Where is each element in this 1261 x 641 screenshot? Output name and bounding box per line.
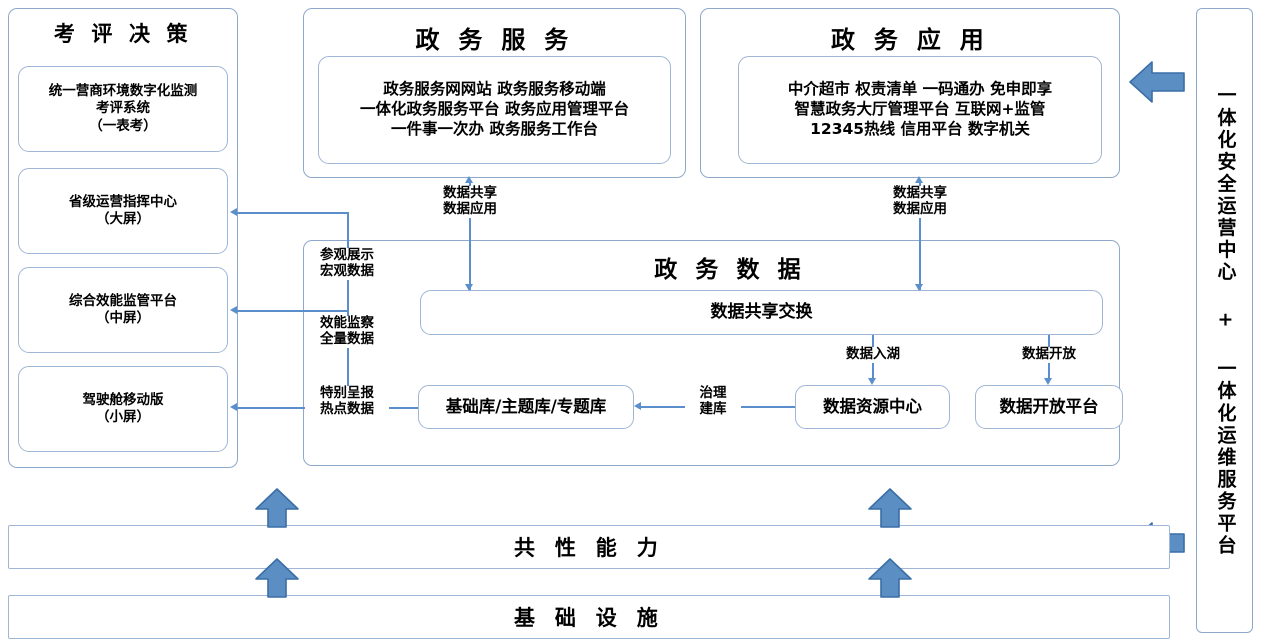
common-capability-bar[interactable]: 共 性 能 力 [8,525,1170,569]
box-cockpit-mobile[interactable]: 驾驶舱移动版 （小屏） [18,366,228,452]
service-line-3: 一件事一次办 政务服务工作台 [391,119,598,138]
block-arrow-rail-to-application [1128,58,1186,106]
label-data-open: 数据开放 [1008,346,1090,363]
block-arrow-infra-to-common-right [866,557,914,599]
left-rail-branch-1 [237,212,348,214]
application-line-1: 中介超市 权责清单 一码通办 免申即享 [787,80,1053,99]
block-arrow-common-to-upper-left [253,487,301,529]
label-application-data-share: 数据共享 数据应用 [870,185,970,218]
right-rail-label: 一体化安全运营中心 + 一体化运维服务平台 [1214,84,1237,557]
left-rail-branch-2 [237,310,348,312]
service-panel-title: 政 务 服 务 [415,26,574,54]
infrastructure-bar[interactable]: 基 础 设 施 [8,595,1170,639]
label-govern-build: 治理 建库 [685,385,741,418]
connector-resource-to-library-arrow [634,402,641,410]
connector-application-data-arrow-down [915,284,923,291]
connector-exchange-to-resource-arrow [868,378,876,385]
right-rail-panel: 一体化安全运营中心 + 一体化运维服务平台 [1196,8,1253,633]
left-panel-title: 考 评 决 策 [53,22,193,46]
connector-service-data-arrow-down [465,284,473,291]
application-inner-box[interactable]: 中介超市 权责清单 一码通办 免申即享 智慧政务大厅管理平台 互联网+监管 12… [738,56,1102,164]
connector-service-data-arrow-up [465,176,473,183]
left-rail-branch-1-arrow [230,208,237,216]
block-arrow-common-to-upper-right [866,487,914,529]
label-special-report: 特别呈报 热点数据 [305,385,389,418]
service-line-2: 一体化政务服务平台 政务应用管理平台 [360,100,629,119]
label-efficiency-audit: 效能监察 全量数据 [305,315,389,348]
connector-application-data [919,182,921,290]
service-line-1: 政务服务网网站 政务服务移动端 [383,80,606,99]
connector-exchange-to-open-arrow [1044,378,1052,385]
box-provincial-ops-command-center[interactable]: 省级运营指挥中心 （大屏） [18,168,228,254]
left-rail-branch-2-arrow [230,306,237,314]
left-rail-vertical [347,212,349,407]
application-line-2: 智慧政务大厅管理平台 互联网+监管 [794,100,1046,119]
application-line-3: 12345热线 信用平台 数字机关 [810,119,1030,138]
connector-service-data [469,182,471,290]
open-platform-box[interactable]: 数据开放平台 [975,385,1123,429]
library-box[interactable]: 基础库/主题库/专题库 [418,385,634,429]
resource-center-box[interactable]: 数据资源中心 [795,385,950,429]
data-panel-title: 政 务 数 据 [654,257,806,283]
data-share-exchange-box[interactable]: 数据共享交换 [420,290,1103,335]
box-unified-business-env-assessment[interactable]: 统一营商环境数字化监测 考评系统 （一表考） [18,66,228,152]
label-visit-display: 参观展示 宏观数据 [305,247,389,280]
service-inner-box[interactable]: 政务服务网网站 政务服务移动端 一体化政务服务平台 政务应用管理平台 一件事一次… [318,56,671,164]
label-service-data-share: 数据共享 数据应用 [420,185,520,218]
application-panel-title: 政 务 应 用 [830,26,990,54]
block-arrow-infra-to-common-left [253,557,301,599]
connector-application-data-arrow-up [915,176,923,183]
label-data-into-lake: 数据入湖 [832,346,914,363]
box-comprehensive-efficiency-platform[interactable]: 综合效能监管平台 （中屏） [18,267,228,353]
left-rail-branch-3-arrow [230,403,237,411]
